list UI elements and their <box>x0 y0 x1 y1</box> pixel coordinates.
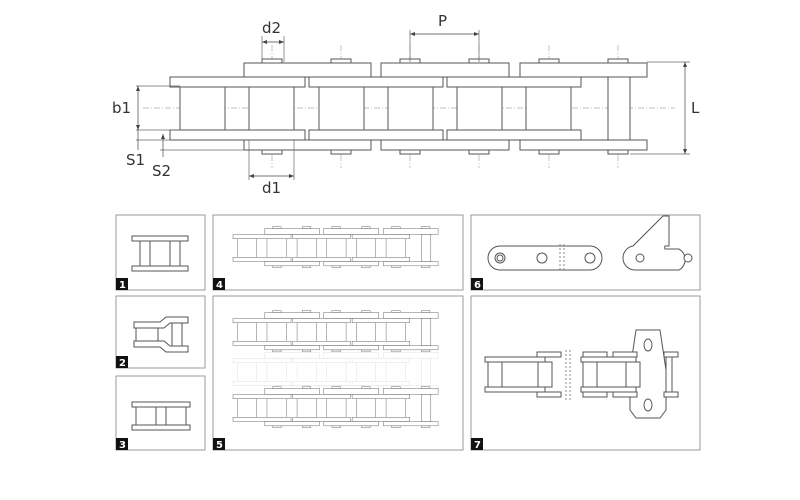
label-d2: d2 <box>262 19 281 37</box>
panel-number-4: 4 <box>216 280 223 291</box>
panel-number-5: 5 <box>216 440 223 451</box>
panel-number-6: 6 <box>474 280 481 291</box>
panel-attachment-chain: 7 <box>470 295 701 451</box>
panel-outer-link: 1 <box>115 214 206 291</box>
panel-number-2: 2 <box>119 358 126 369</box>
panel-offset-link: 2 <box>115 295 206 369</box>
panel-number-7: 7 <box>474 440 481 451</box>
main-chain-drawing: d2 P b1 L S1 S2 d1 <box>112 12 700 197</box>
panel-number-3: 3 <box>119 440 126 451</box>
panel-inner-link: 3 <box>115 375 206 451</box>
label-s2: S2 <box>152 162 171 180</box>
panel-simplex-chain: 4 <box>212 214 464 291</box>
label-b1: b1 <box>112 99 131 117</box>
panel-number-1: 1 <box>119 280 126 291</box>
label-d1: d1 <box>262 179 281 197</box>
panel-multiplex-chain: 5 <box>212 295 464 451</box>
label-l: L <box>691 99 700 117</box>
chain-top-view <box>169 58 648 155</box>
label-s1: S1 <box>126 151 145 169</box>
panel-attachment-plate: 6 <box>470 214 701 291</box>
label-pitch: P <box>438 12 447 30</box>
